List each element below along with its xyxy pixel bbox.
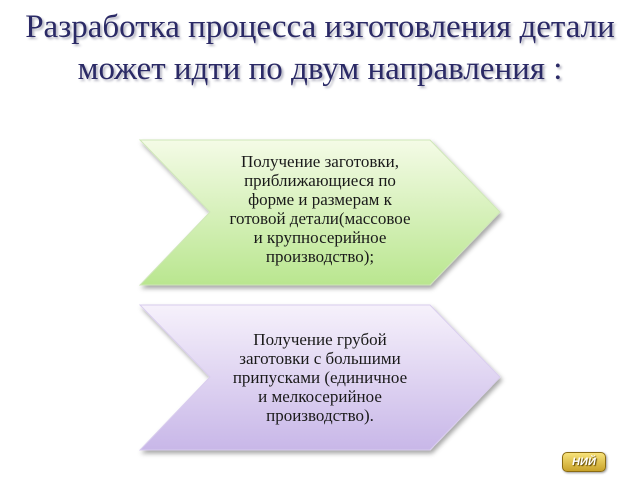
direction-2-text: Получение грубой заготовки с большими пр… [232,330,408,425]
chevron-shape-2 [138,304,501,451]
direction-1-text: Получение заготовки, приближающиеся по ф… [229,152,411,266]
nav-next-button[interactable]: НИЙ [562,452,606,472]
slide-title: Разработка процесса изготовления детали … [25,9,615,87]
chevron-shape-1 [138,139,501,286]
